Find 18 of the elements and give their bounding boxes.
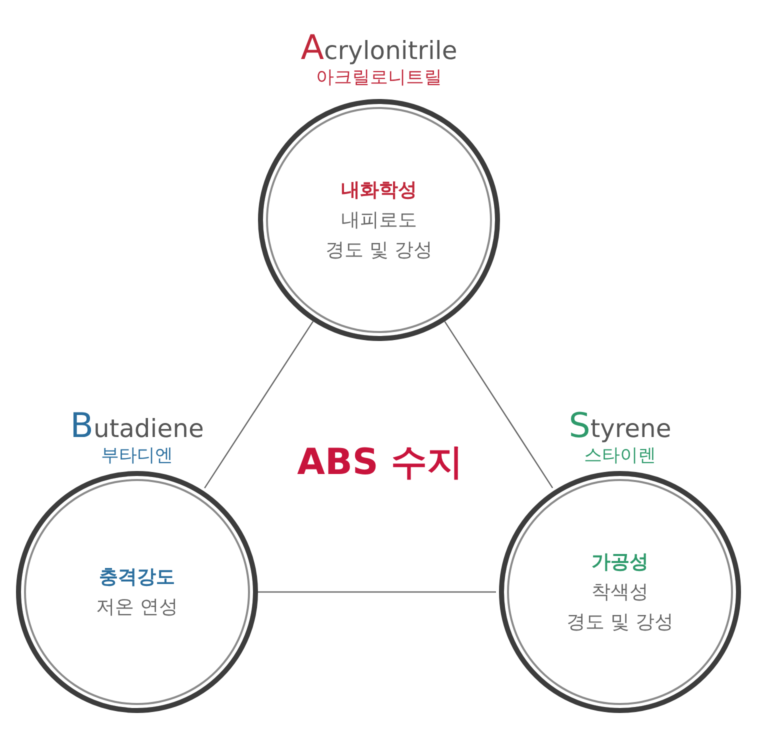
property-heading: 충격강도 (99, 565, 175, 590)
property-text: 착색성 (592, 580, 648, 605)
property-heading: 내화학성 (341, 178, 417, 203)
node-heading: Acrylonitrile (300, 30, 458, 69)
property-text: 내피로도 (341, 208, 417, 233)
node-subheading: 스타이렌 (583, 444, 657, 468)
property-text: 경도 및 강성 (566, 610, 674, 635)
connector-line (444, 321, 554, 488)
connector-line (204, 321, 314, 488)
property-heading: 가공성 (592, 550, 648, 575)
node-subheading: 부타디엔 (100, 444, 174, 468)
property-text: 저온 연성 (96, 595, 178, 620)
center-label: ABS 수지 (296, 441, 464, 485)
node-subheading: 아크릴로니트릴 (315, 66, 443, 90)
node-heading: Styrene (568, 408, 672, 447)
connector-line (258, 591, 496, 593)
node-heading: Butadiene (69, 408, 205, 447)
property-text: 경도 및 강성 (325, 238, 433, 263)
